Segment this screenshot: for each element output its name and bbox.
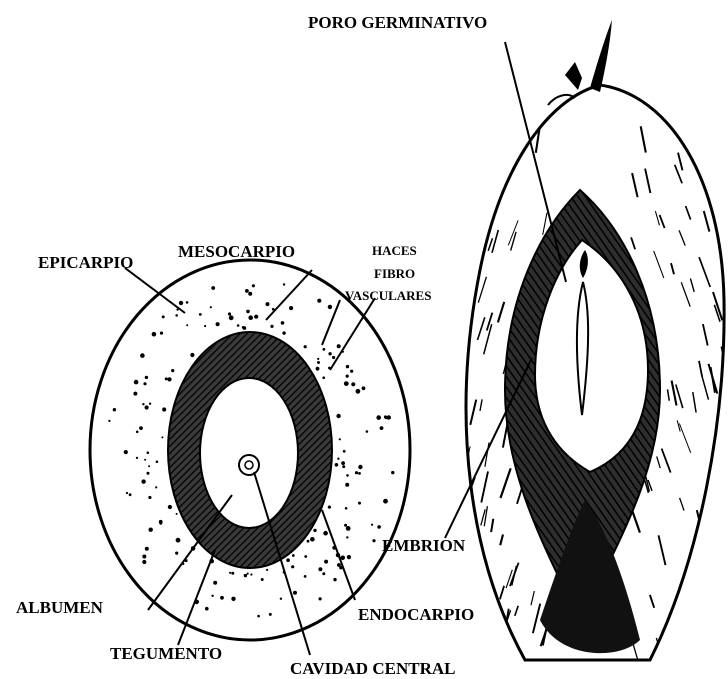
longitudinal-section [429, 20, 728, 674]
label-embrion: EMBRION [382, 537, 465, 554]
label-cavidad-central: CAVIDAD CENTRAL [290, 660, 455, 677]
label-haces-3: VASCULARES [345, 289, 431, 302]
label-epicarpio: EPICARPIO [38, 254, 133, 271]
label-mesocarpio: MESOCARPIO [178, 243, 295, 260]
label-poro-germinativo: PORO GERMINATIVO [308, 14, 487, 31]
label-albumen: ALBUMEN [16, 599, 103, 616]
label-haces-1: HACES [372, 244, 417, 257]
label-haces-2: FIBRO [374, 267, 415, 280]
label-tegumento: TEGUMENTO [110, 645, 222, 662]
apex-tip [590, 20, 612, 92]
label-endocarpio: ENDOCARPIO [358, 606, 474, 623]
albumen-region [200, 378, 298, 528]
